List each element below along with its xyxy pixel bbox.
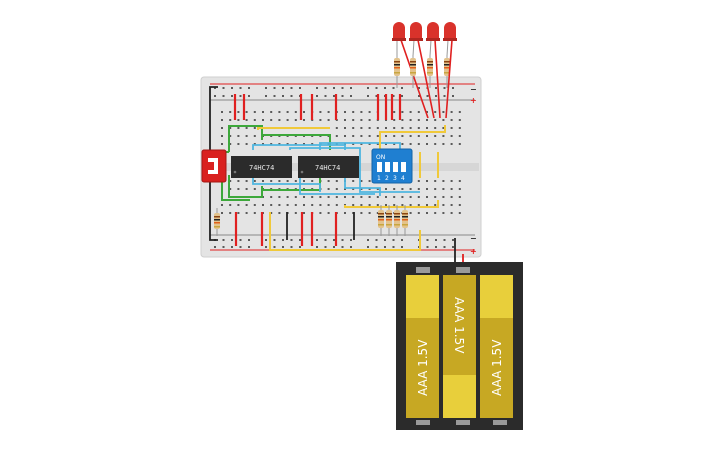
battery-cell-3-label: AAA 1.5V: [490, 339, 504, 396]
yellow-wires: [257, 125, 446, 251]
svg-text:−: −: [470, 234, 477, 243]
svg-text:+: +: [470, 96, 477, 105]
resistor-left: [214, 208, 220, 236]
battery-cell-3: AAA 1.5V: [480, 275, 513, 418]
dip-position-4: 4: [401, 175, 405, 182]
dip-on-label: ON: [376, 154, 385, 161]
led-4: [443, 22, 457, 119]
dip-position-3: 3: [393, 175, 397, 182]
led-2: [409, 22, 435, 119]
slide-switch[interactable]: [201, 149, 227, 183]
blue-wires: [252, 142, 420, 196]
battery-cell-1: AAA 1.5V: [406, 275, 439, 418]
dip-switch[interactable]: ON 1 2 3 4: [371, 148, 413, 184]
red-wires: [233, 94, 402, 246]
dip-position-1: 1: [377, 175, 381, 182]
battery-cell-2: AAA 1.5V: [443, 275, 476, 418]
battery-cell-1-label: AAA 1.5V: [416, 339, 430, 396]
battery-pack: AAA 1.5V AAA 1.5V AAA 1.5V: [396, 262, 523, 430]
chip-u1: 74HC74: [231, 156, 292, 178]
chip-u2-label: 74HC74: [315, 164, 340, 172]
battery-cell-2-label: AAA 1.5V: [452, 297, 466, 354]
led-1: [392, 22, 429, 119]
dip-position-2: 2: [385, 175, 389, 182]
chip-u1-label: 74HC74: [249, 164, 274, 172]
led-group: [392, 22, 457, 119]
chip-u2: 74HC74: [298, 156, 359, 178]
svg-text:−: −: [470, 85, 477, 94]
led-3: [426, 22, 441, 119]
lower-resistors: [378, 205, 408, 236]
svg-text:+: +: [470, 247, 477, 256]
